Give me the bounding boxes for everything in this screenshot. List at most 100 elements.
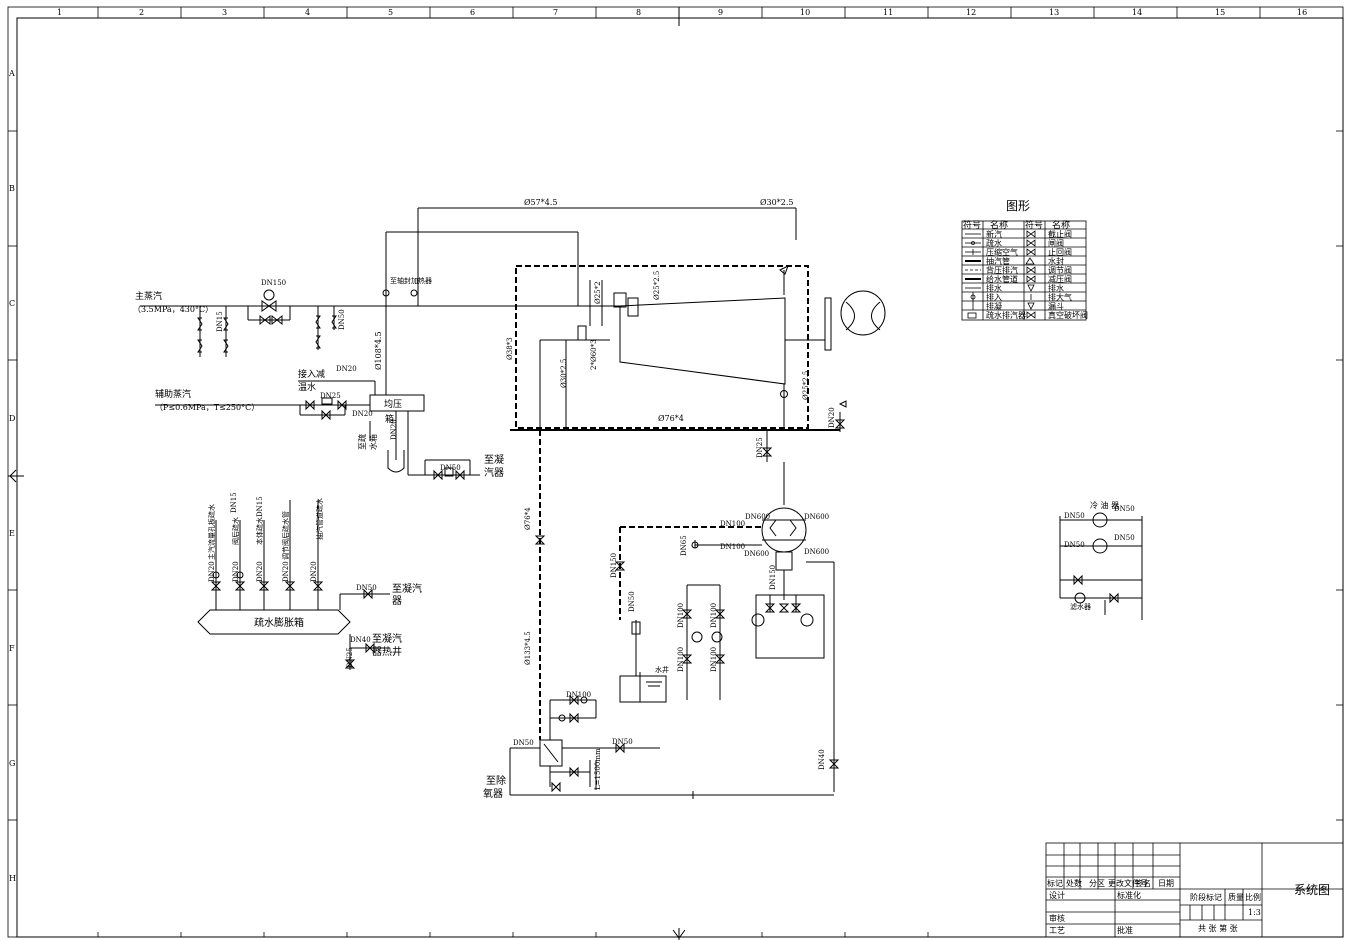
title-block-labels: 标记 处数 分区 更改文件号 签名 日期 设计 标准化 审核 工艺 批准 阶段标…	[1047, 878, 1330, 935]
oil-cooler-1	[1092, 512, 1108, 528]
pipe-76-cond: Ø76*4	[524, 507, 532, 530]
main-steam-params: （3.5MPa，430°C）	[133, 305, 213, 314]
dn100-e: DN100	[677, 647, 685, 672]
dn100-d: DN100	[710, 603, 718, 628]
tb-scale: 1:3	[1248, 908, 1261, 917]
col-7: 7	[553, 8, 558, 17]
tb-date: 日期	[1158, 879, 1174, 888]
legend-left-4: 背压排汽	[986, 265, 1018, 275]
pipe-2x60-label: 2*Ø60*3	[590, 339, 598, 370]
row-C: C	[9, 299, 15, 308]
dim-label: L=1500mm	[594, 748, 602, 790]
main-steam-label: 主蒸汽	[135, 290, 162, 302]
tb-ratio: 比例	[1245, 892, 1261, 902]
dn150-label: DN150	[610, 553, 618, 578]
dn20-desuper: DN20	[336, 365, 357, 373]
gland-heater	[539, 739, 563, 767]
row-A: A	[8, 69, 15, 78]
legend-right-9: 真空破坏阀	[1048, 310, 1088, 320]
drain-in3: 本体疏水DN15	[255, 496, 264, 545]
tb-stage: 阶段标记	[1190, 892, 1222, 902]
legend-left-3: 抽汽管	[986, 256, 1010, 266]
pipe-57-label: Ø57*4.5	[524, 198, 557, 207]
legend-right-6: 排水	[1048, 283, 1064, 293]
aux-steam-labels: 辅助蒸汽 （P≤0.6MPa，T≤250°C） 接入减 温水 DN20 DN25…	[155, 365, 504, 479]
to-cond-b1: 至凝汽	[372, 632, 402, 645]
pipe-133-label: Ø133*4.5	[524, 631, 532, 665]
legend-left-9: 疏水排汽器	[986, 310, 1026, 320]
dn50-cond: DN50	[440, 464, 461, 472]
oil-dn50d: DN50	[1114, 534, 1135, 542]
dn25-turbine: DN25	[756, 437, 764, 458]
turbine-section	[510, 264, 886, 462]
pipe-30-label: Ø30*2.5	[760, 198, 793, 207]
drain-dn20e: DN20	[310, 561, 318, 582]
oil-dn50c: DN50	[1064, 541, 1085, 549]
steam-up-labels: Ø57*4.5 Ø30*2.5 Ø108*4.5	[374, 198, 793, 370]
dn25-aux: DN25	[320, 392, 341, 400]
tank-label: 水井	[655, 665, 669, 674]
dn15-label: DN15	[216, 311, 224, 332]
col-16: 16	[1297, 8, 1307, 17]
dn20-drain: DN20	[390, 419, 398, 440]
drain-expansion-tank	[197, 609, 351, 635]
tb-process: 工艺	[1049, 926, 1065, 935]
row-ruler	[8, 130, 1343, 821]
col-8: 8	[636, 8, 641, 17]
dn100-b: DN100	[720, 543, 745, 551]
drawing-title: 系统图	[1294, 883, 1330, 897]
to-condenser-2: 汽器	[484, 466, 504, 479]
tb-count: 处数	[1066, 878, 1082, 888]
drain-in2: 阀后疏水	[231, 517, 240, 545]
drain-dn20b: DN20	[232, 561, 240, 582]
col-13: 13	[1049, 8, 1059, 17]
legend-labels: 图形 符号 名称 符号 名称 新汽 疏水 压缩空气 抽汽管 背压排汽 给水管道 …	[963, 199, 1088, 320]
dn20-aux: DN20	[352, 410, 373, 418]
legend-left-6: 排水	[986, 283, 1002, 293]
drain-in5: 抽汽管道疏水	[315, 498, 324, 540]
dn100-c: DN100	[677, 603, 685, 628]
turbine-casing-outline	[515, 265, 809, 429]
condenser-labels: DN600 DN600 DN600 DN600 DN100 DN100 DN65…	[524, 507, 829, 770]
row-B: B	[9, 184, 15, 193]
drain-dn25: DN25	[346, 647, 354, 668]
column-ruler	[97, 7, 1261, 937]
header-box-label: 均压	[384, 398, 402, 410]
legend-right-0: 截止阀	[1048, 229, 1072, 239]
dn600-c: DN600	[744, 550, 769, 558]
to-deaerator-2: 氧器	[483, 787, 503, 800]
row-letter-labels: A B C D E F G H	[8, 69, 16, 883]
tb-review: 审核	[1049, 913, 1065, 923]
dn150-label: DN150	[261, 279, 286, 287]
col-9: 9	[718, 8, 723, 17]
legend-left-7: 排入	[986, 292, 1002, 302]
legend-h1: 符号	[963, 219, 981, 231]
generator	[840, 290, 886, 336]
tb-change: 更改文件号	[1108, 878, 1148, 888]
tb-approve: 批准	[1117, 925, 1133, 935]
main-steam-line	[140, 289, 610, 357]
tb-sheets: 共 张 第 张	[1198, 923, 1238, 933]
col-3: 3	[222, 8, 227, 17]
pipe-30b-label: Ø30*2.5	[560, 359, 568, 388]
drain-in4: 调节阀后疏水管	[281, 511, 290, 560]
legend-right-4: 调节阀	[1048, 266, 1072, 275]
oil-dn50b: DN50	[1114, 505, 1135, 513]
pipe-38-label: Ø38*3	[506, 337, 514, 360]
title-block	[1045, 842, 1344, 938]
to-cond-a2: 器	[392, 595, 402, 607]
dn50-cond: DN50	[628, 591, 636, 612]
legend-left-2: 压缩空气	[986, 247, 1018, 257]
pipe-76-label: Ø76*4	[658, 414, 684, 423]
aux-steam-section	[155, 380, 480, 481]
flow-meter-label: 至轴封加热器	[390, 276, 432, 285]
dn600-b: DN600	[804, 513, 829, 521]
dn100-f: DN100	[710, 647, 718, 672]
header-box	[369, 394, 425, 412]
steam-up-line	[385, 207, 797, 395]
oil-cooler-section	[1059, 512, 1143, 620]
legend-h2: 名称	[990, 219, 1008, 231]
to-cond-a1: 至凝汽	[392, 582, 422, 595]
aux-steam-label: 辅助蒸汽	[155, 388, 191, 400]
